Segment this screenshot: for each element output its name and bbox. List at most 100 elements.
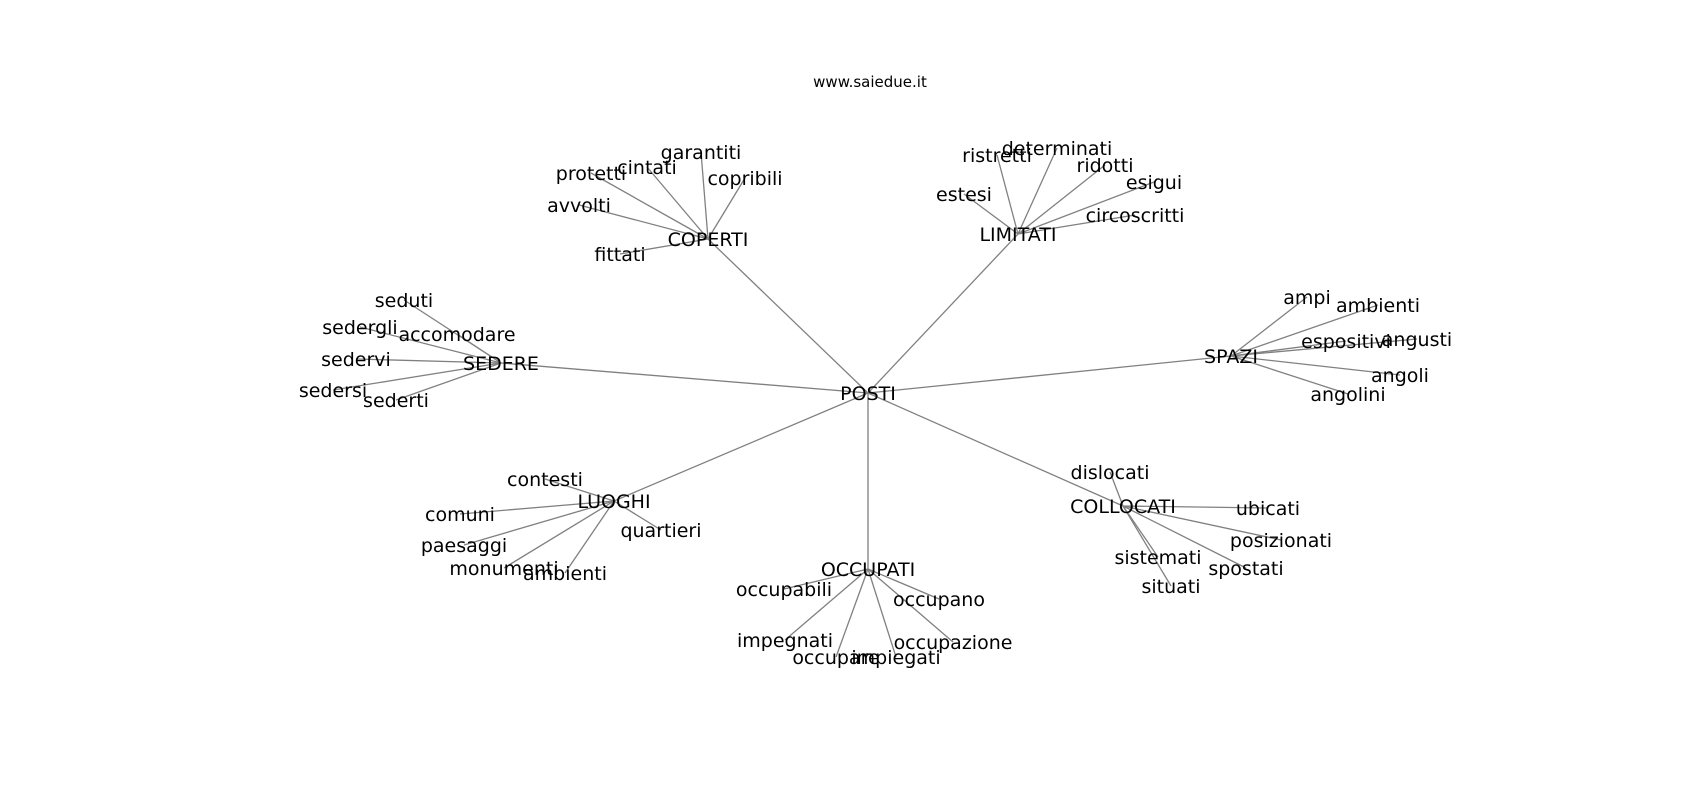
edge-sedere-sedervi (355, 358, 502, 364)
leaf-node-ambienti: ambienti (523, 563, 607, 585)
edge-occupati-impegnati (784, 568, 869, 641)
edge-spazi-espositivi (1230, 340, 1347, 357)
leaf-node-spostati: spostati (1208, 558, 1283, 580)
leaf-node-posizionati: posizionati (1230, 530, 1332, 552)
hub-node-spazi: SPAZI (1204, 346, 1258, 368)
leaf-node-monumenti: monumenti (449, 558, 558, 580)
leaf-node-situati: situati (1141, 576, 1200, 598)
edge-limitati-ristretti (996, 154, 1019, 235)
hub-node-occupati: OCCUPATI (821, 559, 915, 581)
site-label: www.saiedue.it (813, 73, 927, 91)
leaf-node-ridotti: ridotti (1077, 155, 1134, 177)
leaf-node-copribili: copribili (707, 168, 782, 190)
edge-root-limitati (867, 233, 1019, 394)
leaf-node-occupabili: occupabili (736, 579, 832, 601)
edge-spazi-angoli (1230, 355, 1401, 376)
leaf-node-angoli: angoli (1371, 365, 1429, 387)
edge-sedere-accomodare (456, 333, 502, 364)
leaf-node-sedervi: sedervi (321, 349, 391, 371)
edge-spazi-angusti (1230, 338, 1418, 357)
edge-sedere-sedergli (359, 326, 502, 364)
leaf-node-protetti: protetti (556, 163, 626, 185)
leaf-node-contesti: contesti (507, 469, 583, 491)
edge-spazi-ambienti (1230, 304, 1379, 357)
leaf-node-accomodare: accomodare (398, 324, 515, 346)
leaf-node-sedergli: sedergli (322, 317, 397, 339)
hub-node-coperti: COPERTI (668, 229, 749, 251)
leaf-node-angolini: angolini (1310, 384, 1385, 406)
leaf-node-impiegati: impiegati (851, 647, 940, 669)
edge-root-spazi (867, 355, 1232, 394)
edge-collocati-dislocati (1109, 471, 1124, 507)
leaf-node-dislocati: dislocati (1071, 462, 1150, 484)
edge-limitati-ridotti (1017, 164, 1106, 235)
hub-node-collocati: COLLOCATI (1070, 496, 1176, 518)
leaf-node-ambienti: ambienti (1336, 295, 1420, 317)
edge-coperti-avvolti (578, 204, 709, 240)
edge-root-collocati (867, 392, 1124, 507)
leaf-node-comuni: comuni (425, 504, 495, 526)
leaf-node-circoscritti: circoscritti (1086, 205, 1185, 227)
leaf-node-fittati: fittati (594, 244, 645, 266)
edge-root-sedere (500, 362, 869, 394)
hub-node-limitati: LIMITATI (979, 224, 1056, 246)
leaf-node-occupare: occupare (792, 647, 879, 669)
edge-root-coperti (707, 238, 869, 394)
hub-node-sedere: SEDERE (463, 353, 539, 375)
edge-spazi-angolini (1230, 355, 1349, 395)
edge-occupati-impiegati (867, 568, 897, 658)
leaf-node-impegnati: impegnati (737, 630, 833, 652)
edge-coperti-copribili (707, 177, 746, 240)
edges-layer (332, 147, 1418, 658)
edge-sedere-sederti (395, 362, 502, 401)
leaf-node-cintati: cintati (617, 157, 677, 179)
edge-coperti-cintati (646, 166, 709, 240)
edge-coperti-garantiti (700, 151, 709, 240)
edge-collocati-spostati (1122, 505, 1247, 569)
edge-spazi-ampi (1230, 296, 1308, 357)
leaf-node-occupano: occupano (893, 589, 985, 611)
hub-node-luoghi: LUOGHI (577, 491, 650, 513)
leaf-node-quartieri: quartieri (620, 520, 701, 542)
leaf-node-occupazione: occupazione (894, 632, 1013, 654)
edge-sedere-sedersi (332, 362, 502, 391)
leaf-node-sistemati: sistemati (1114, 547, 1201, 569)
edge-occupati-occupabili (783, 568, 869, 590)
edge-luoghi-contesti (544, 478, 615, 502)
leaf-node-paesaggi: paesaggi (421, 535, 507, 557)
leaf-node-garantiti: garantiti (661, 142, 742, 164)
leaf-node-determinati: determinati (1002, 138, 1113, 160)
edge-collocati-posizionati (1122, 505, 1282, 541)
leaf-node-ubicati: ubicati (1236, 498, 1300, 520)
leaf-node-esigui: esigui (1126, 172, 1182, 194)
edge-limitati-circoscritti (1017, 214, 1136, 235)
leaf-node-estesi: estesi (936, 184, 992, 206)
edge-occupati-occupazione (867, 568, 954, 643)
root-node-label: POSTI (840, 383, 896, 405)
edge-limitati-estesi (963, 193, 1019, 235)
edge-collocati-situati (1122, 505, 1172, 587)
edge-limitati-determinati (1017, 147, 1058, 235)
edge-occupati-occupano (867, 568, 940, 600)
edge-collocati-ubicati (1122, 505, 1269, 509)
leaf-node-ampi: ampi (1283, 287, 1331, 309)
leaf-node-ristretti: ristretti (962, 145, 1032, 167)
edge-luoghi-quartieri (613, 500, 662, 531)
edge-luoghi-monumenti (503, 500, 615, 569)
leaf-node-seduti: seduti (375, 290, 433, 312)
edge-limitati-esigui (1017, 181, 1155, 235)
leaf-node-sederti: sederti (363, 390, 429, 412)
leaf-node-avvolti: avvolti (547, 195, 611, 217)
edge-occupati-occupare (835, 568, 869, 658)
edge-coperti-protetti (590, 172, 709, 240)
edge-coperti-fittati (619, 238, 709, 255)
edge-luoghi-paesaggi (463, 500, 615, 546)
edge-root-luoghi (613, 392, 869, 502)
edge-luoghi-ambienti (564, 500, 615, 574)
edge-luoghi-comuni (459, 500, 615, 515)
leaf-node-espositivi: espositivi (1301, 331, 1391, 353)
leaf-node-angusti: angusti (1382, 329, 1452, 351)
leaf-node-sedersi: sedersi (299, 380, 367, 402)
